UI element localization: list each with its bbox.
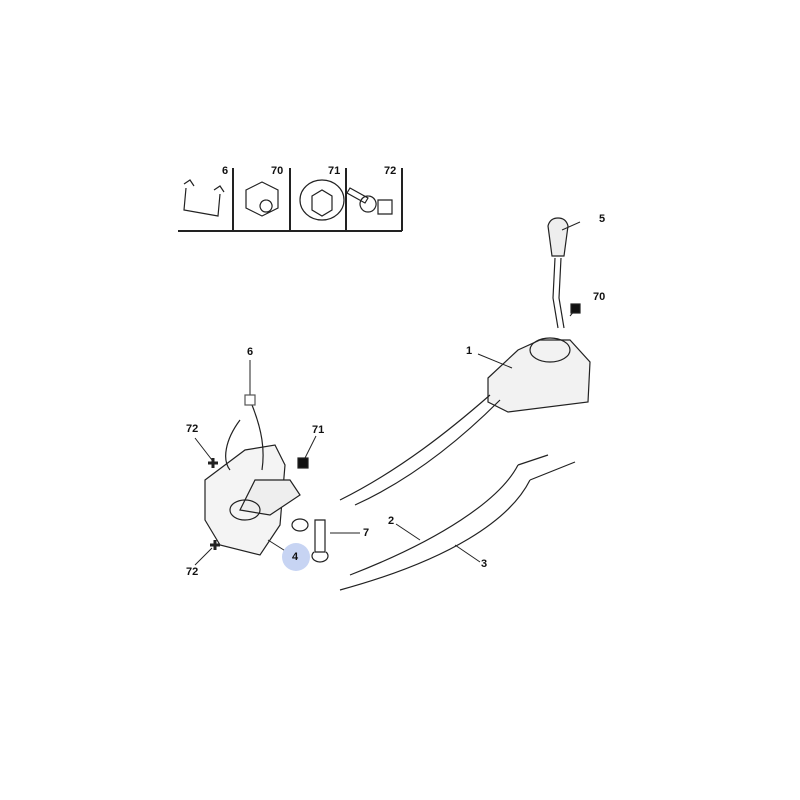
gearbox-bracket [204, 404, 301, 556]
boxed-part-marker [570, 303, 581, 314]
plus-marker [208, 458, 220, 550]
callout-3[interactable]: 3 [481, 558, 488, 570]
callout-7[interactable]: 7 [363, 527, 370, 539]
shift-cables [339, 394, 576, 591]
boxed-part-marker [297, 457, 309, 469]
legend-label-70: 70 [271, 165, 284, 177]
legend-label-71: 71 [328, 165, 341, 177]
callout-71[interactable]: 71 [312, 424, 325, 436]
callout-4[interactable]: 4 [292, 551, 299, 563]
legend-table [178, 168, 403, 232]
bushings [291, 518, 329, 563]
gear-lever-housing [487, 217, 591, 413]
bolt-icon [346, 187, 393, 215]
nut-icon [245, 181, 279, 217]
callout-70[interactable]: 70 [593, 291, 606, 303]
callout-72-bottom[interactable]: 72 [186, 566, 199, 578]
callout-2[interactable]: 2 [388, 515, 395, 527]
callout-1[interactable]: 1 [466, 345, 473, 357]
legend-label-72: 72 [384, 165, 397, 177]
highlight-circle [282, 543, 310, 571]
unboxed-part-marker [244, 394, 256, 406]
callout-72-top[interactable]: 72 [186, 423, 199, 435]
flanged-nut-icon [299, 179, 345, 221]
callout-6[interactable]: 6 [247, 346, 254, 358]
clip-icon [183, 179, 225, 217]
callout-5[interactable]: 5 [599, 213, 606, 225]
legend-label-6: 6 [222, 165, 229, 177]
